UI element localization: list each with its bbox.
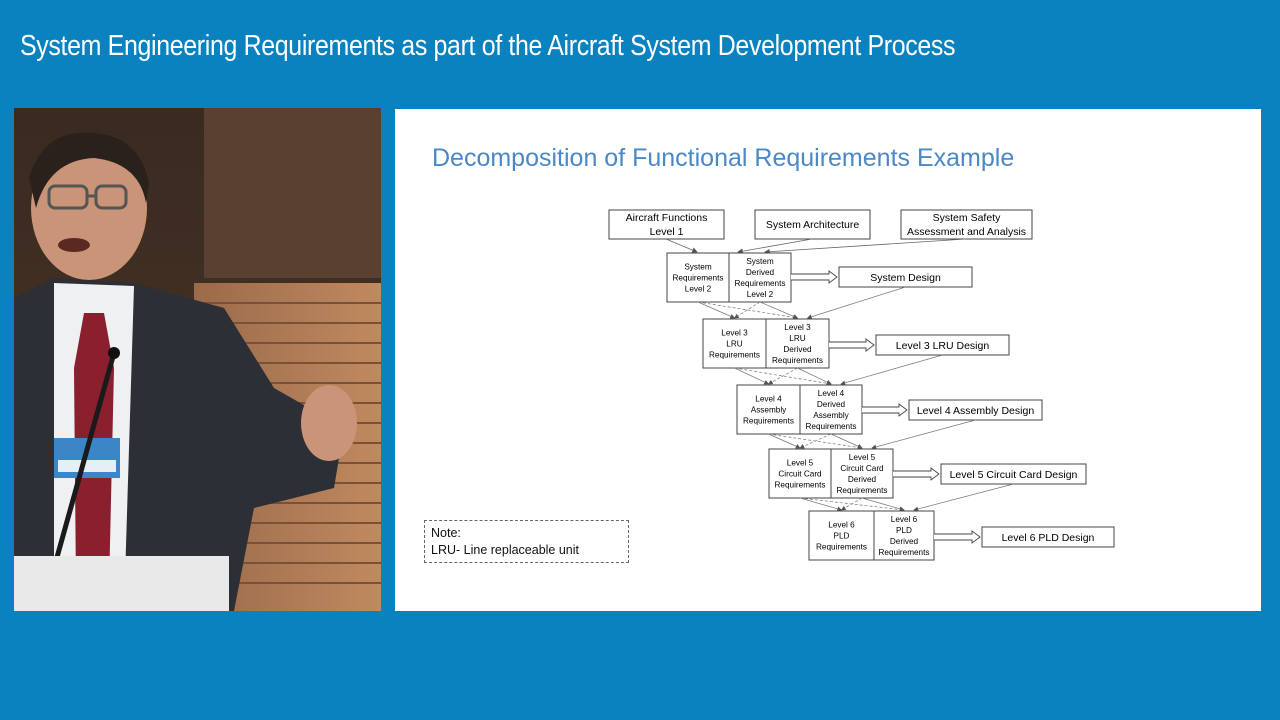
level-3-connectors	[734, 354, 943, 386]
level-2-requirements-line-3: Level 2	[685, 285, 712, 294]
level-5-design-label: Level 5 Circuit Card Design	[950, 469, 1078, 481]
level-3-derived-requirements-line-4: Requirements	[772, 356, 823, 365]
aircraft-functions-box: Aircraft Functions Level 1	[608, 209, 725, 240]
level-5-derived-requirements-line-4: Requirements	[837, 486, 888, 495]
level-3-derived-requirements-line-2: LRU	[789, 334, 805, 343]
level-2-requirements-line-1: System	[684, 263, 711, 272]
level-4-requirements-line-1: Level 4	[755, 395, 782, 404]
level-6-row: Level 6 PLD Requirements Level 6 PLD DerivedR…	[808, 510, 1115, 561]
level-5-requirements-line-3: Requirements	[775, 481, 826, 490]
top-row-arrows	[665, 238, 967, 255]
level-4-derived-requirements-line-3: Assembly	[813, 411, 849, 420]
level-2-design-label: System Design	[870, 272, 941, 284]
presentation-slide: Decomposition of Functional Requirements…	[395, 109, 1261, 611]
level-3-derived-requirements-line-1: Level 3	[784, 323, 811, 332]
level-5-design-arrow	[893, 467, 940, 481]
level-3-design-arrow	[829, 338, 875, 352]
system-safety-line-1: System Safety	[933, 212, 1001, 224]
level-3-requirements-line-1: Level 3	[721, 329, 748, 338]
note-box: Note: LRU- Line replaceable unit	[424, 520, 629, 563]
level-4-derived-requirements-line-1: Level 4	[818, 389, 845, 398]
level-6-requirements-line-2: PLD	[834, 532, 850, 541]
level-4-design-arrow	[862, 403, 908, 417]
speaker-video	[14, 108, 381, 611]
level-2-derived-requirements-line-3: Requirements	[735, 279, 786, 288]
level-6-design-box	[981, 526, 1115, 548]
level-3-row: Level 3 LRU Requirements Level 3 LRU DerivedR…	[702, 318, 1010, 386]
slide-title: Decomposition of Functional Requirements…	[432, 144, 1015, 172]
level-5-connectors	[799, 483, 1014, 512]
system-safety-line-2: Assessment and Analysis	[907, 226, 1026, 238]
level-6-design-arrow	[934, 530, 981, 544]
requirements-decomposition-diagram: Aircraft Functions Level 1 System Archit…	[608, 209, 1115, 561]
speaker-video-frame	[14, 108, 381, 611]
level-2-design-arrow	[791, 270, 838, 284]
level-3-design-label: Level 3 LRU Design	[896, 340, 990, 352]
level-5-requirements-line-1: Level 5	[787, 459, 814, 468]
system-architecture-label: System Architecture	[766, 219, 860, 231]
level-6-requirements-box	[808, 510, 935, 561]
level-5-derived-requirements-line-1: Level 5	[849, 453, 876, 462]
level-6-derived-requirements-line-2: PLD	[896, 526, 912, 535]
level-2-derived-requirements-line-2: Derived	[746, 268, 775, 277]
level-2-derived-requirements-line-1: System	[746, 257, 773, 266]
level-4-requirements-line-2: Assembly	[751, 406, 787, 415]
note-heading: Note:	[431, 526, 461, 540]
level-6-requirements-line-1: Level 6	[828, 521, 855, 530]
aircraft-functions-line-1: Aircraft Functions	[626, 212, 708, 224]
level-5-derived-requirements-line-3: Derived	[848, 475, 877, 484]
page-title: System Engineering Requirements as part …	[20, 30, 956, 62]
level-3-requirements-line-2: LRU	[726, 340, 742, 349]
level-6-design-label: Level 6 PLD Design	[1002, 532, 1095, 544]
level-2-connectors	[697, 286, 906, 320]
note-text: LRU- Line replaceable unit	[431, 543, 580, 557]
level-6-derived-requirements-line-1: Level 6	[891, 515, 918, 524]
level-3-requirements-line-3: Requirements	[709, 351, 760, 360]
level-6-derived-requirements-line-3: Derived	[890, 537, 919, 546]
level-6-requirements-line-3: Requirements	[816, 543, 867, 552]
level-6-derived-requirements-line-4: Requirements	[879, 548, 930, 557]
level-5-derived-requirements-line-2: Circuit Card	[840, 464, 884, 473]
level-4-derived-requirements-line-4: Requirements	[806, 422, 857, 431]
level-4-requirements-line-3: Requirements	[743, 417, 794, 426]
level-2-requirements-line-2: Requirements	[673, 274, 724, 283]
aircraft-functions-line-2: Level 1	[650, 226, 684, 238]
level-4-design-label: Level 4 Assembly Design	[917, 405, 1034, 417]
level-4-connectors	[768, 419, 976, 450]
system-architecture-box: System Architecture	[754, 209, 871, 240]
level-4-derived-requirements-line-2: Derived	[817, 400, 846, 409]
level-2-derived-requirements-line-4: Level 2	[747, 290, 774, 299]
level-5-requirements-line-2: Circuit Card	[778, 470, 822, 479]
level-3-derived-requirements-line-3: Derived	[783, 345, 812, 354]
system-safety-box: System Safety Assessment and Analysis	[900, 209, 1033, 240]
